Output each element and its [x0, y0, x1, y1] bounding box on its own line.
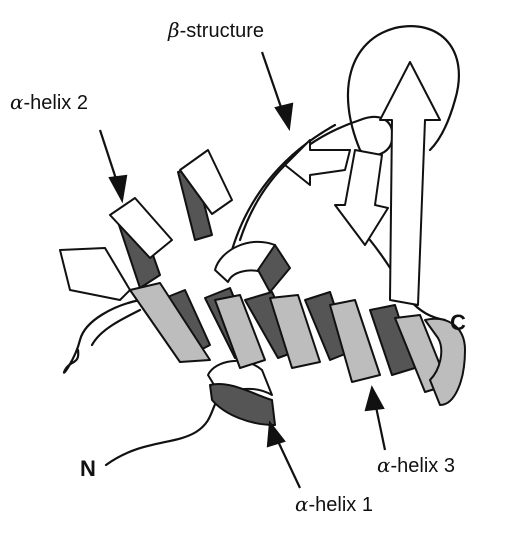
label-text: -helix 1 [309, 494, 373, 516]
label-alpha-helix-1: α-helix 1 [295, 494, 373, 515]
greek-alpha: α [295, 492, 309, 516]
arrow-helix1-line [276, 437, 300, 488]
label-alpha-helix-2: α-helix 2 [10, 92, 88, 113]
label-n-terminus: N [80, 458, 96, 480]
label-text: -helix 2 [24, 92, 88, 114]
greek-beta: β [168, 18, 180, 42]
helix2-side-box [60, 248, 130, 300]
label-c-terminus: C [450, 312, 466, 334]
greek-alpha: α [10, 90, 24, 114]
label-text: -structure [180, 20, 264, 42]
beta-strand-3 [285, 140, 350, 185]
n-terminal-coil [106, 395, 222, 465]
greek-alpha: α [377, 453, 391, 477]
beta-strand-1 [380, 62, 440, 305]
loop-outer [232, 125, 335, 250]
arrow-helix2-head [110, 176, 126, 200]
label-text: -helix 3 [391, 455, 455, 477]
arrow-helix3-head [366, 388, 383, 410]
left-coil [64, 300, 140, 373]
arrow-beta-head [276, 104, 292, 128]
label-beta-structure: β-structure [168, 20, 264, 41]
label-alpha-helix-3: α-helix 3 [377, 455, 455, 476]
arrow-helix1-head [268, 423, 284, 446]
arrow-beta-line [262, 52, 283, 113]
